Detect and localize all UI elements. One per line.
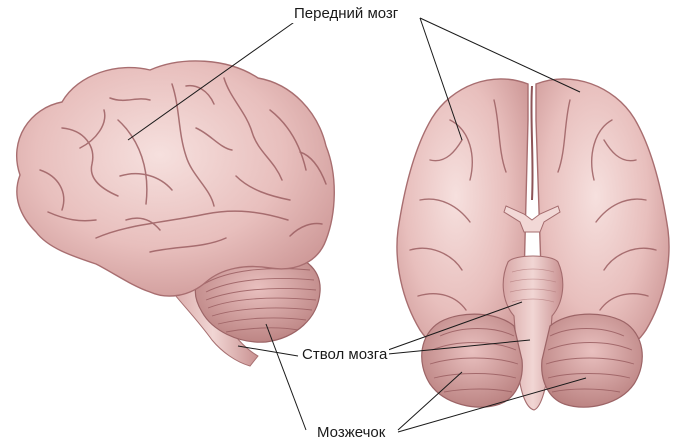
leader-stem-inferior-2 <box>387 339 531 355</box>
leader-cerebellum-lateral <box>265 323 307 431</box>
inferior-brain-view <box>396 78 670 411</box>
label-forebrain: Передний мозг <box>292 5 401 23</box>
label-cerebellum: Мозжечок <box>315 424 388 442</box>
pons-striations <box>509 268 557 303</box>
lateral-brain-view <box>15 60 335 367</box>
leader-forebrain-inferior-right <box>419 17 581 93</box>
leader-stem-inferior-1 <box>387 301 523 351</box>
leader-lines <box>127 17 587 433</box>
inferior-cerebellum-folia <box>429 328 635 393</box>
longitudinal-fissure <box>530 85 534 201</box>
inferior-cerebellum-left <box>421 313 523 408</box>
leader-stem-lateral <box>237 345 299 357</box>
inferior-gyri <box>409 99 657 311</box>
leader-forebrain-lateral <box>127 17 301 141</box>
inferior-brainstem <box>502 255 564 411</box>
lateral-gyri <box>39 77 327 253</box>
leader-cerebellum-inferior-1 <box>397 371 463 431</box>
leader-cerebellum-inferior-2 <box>397 377 587 433</box>
label-brainstem: Ствол мозга <box>300 346 390 364</box>
leader-forebrain-inferior-left <box>419 17 463 141</box>
inferior-cerebellum-right <box>541 313 643 408</box>
optic-chiasm <box>503 205 561 233</box>
